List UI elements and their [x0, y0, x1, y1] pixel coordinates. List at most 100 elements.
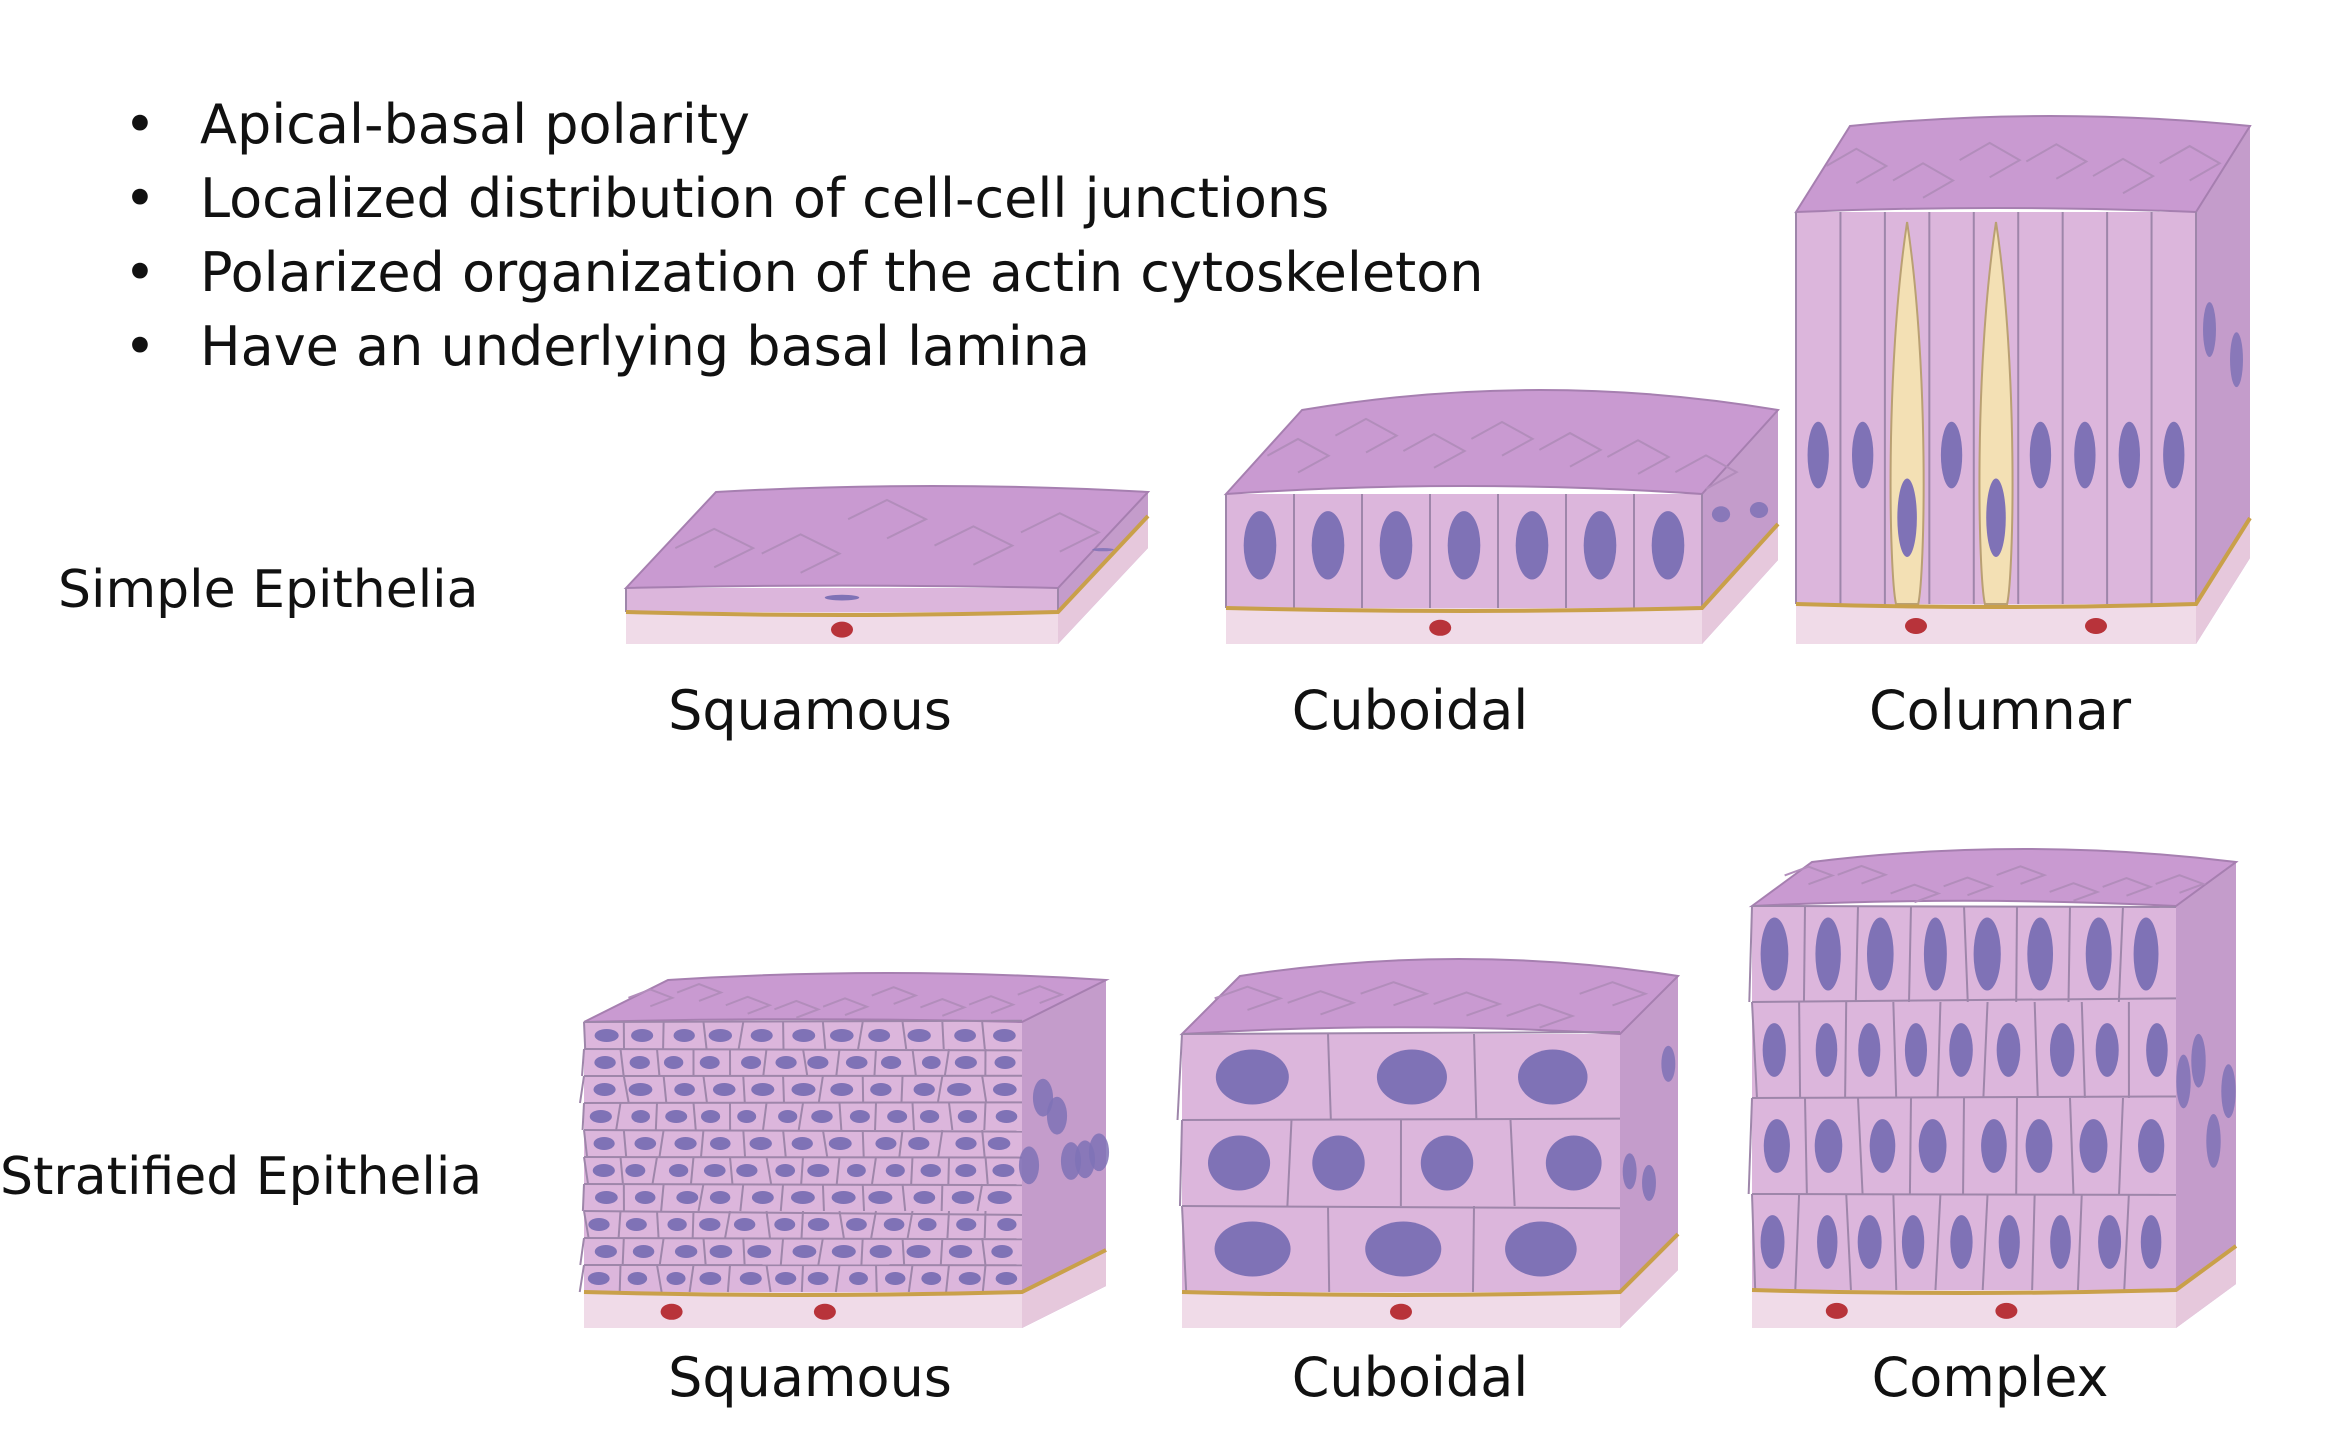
cell-boundary [838, 1102, 843, 1131]
apical-cell-outline [1287, 990, 1357, 1016]
cell-boundary [658, 1129, 665, 1158]
nucleus [1869, 1119, 1896, 1173]
nucleus [1949, 1023, 1973, 1077]
nucleus [807, 1164, 830, 1177]
connective-side-face [2176, 1246, 2236, 1328]
apical-cell-outline [1214, 985, 1284, 1011]
bullet-glyph: • [124, 241, 156, 304]
nucleus [1760, 1215, 1785, 1269]
cell-boundary [817, 1237, 824, 1266]
nucleus [1986, 478, 2006, 557]
nucleus [1973, 917, 2001, 991]
cell-boundary [782, 1075, 786, 1104]
cell-boundary [981, 1237, 987, 1266]
nucleus [1312, 1135, 1365, 1191]
nucleus [775, 1164, 796, 1177]
feature-text: Have an underlying basal lamina [200, 315, 1091, 378]
cell-boundary [981, 1021, 986, 1050]
nucleus [987, 1191, 1012, 1204]
cell-boundary [835, 1048, 841, 1077]
nucleus [674, 1137, 697, 1150]
connective-side-face [1022, 1250, 1106, 1328]
cell-boundary [1804, 1097, 1808, 1195]
cell-boundary [940, 1183, 944, 1212]
nucleus [594, 1029, 619, 1042]
cell-boundary [2069, 1097, 2075, 1195]
nucleus [921, 1056, 941, 1069]
cell-boundary [583, 1210, 590, 1239]
nucleus [589, 1110, 612, 1123]
nucleus [2050, 1215, 2071, 1269]
connective-side-face [2196, 518, 2250, 644]
cell-boundary [619, 1048, 625, 1077]
apical-cell-outline [1470, 420, 1535, 457]
nucleus [951, 1191, 975, 1204]
cell-boundary [742, 1129, 747, 1158]
apical-cell-outline [1825, 147, 1889, 185]
nucleus [2138, 1119, 2165, 1173]
nucleus [750, 1029, 773, 1042]
cell-boundary [981, 1264, 987, 1293]
nucleus [775, 1272, 797, 1285]
cell-boundary [1962, 1097, 1965, 1195]
cell-boundary [2123, 1193, 2130, 1291]
apical-cell-outline [1402, 433, 1467, 469]
cell-boundary [692, 1102, 697, 1131]
nucleus [887, 1110, 908, 1123]
nucleus [703, 1164, 726, 1177]
cell-boundary [901, 1021, 908, 1050]
cell-boundary [1798, 1001, 1802, 1099]
feature-text: Polarized organization of the actin cyto… [200, 241, 1484, 304]
nucleus [740, 1056, 762, 1069]
feature-text: Apical-basal polarity [200, 93, 750, 156]
cell-boundary [861, 1183, 866, 1212]
apical-cell-outline [2025, 143, 2089, 180]
nucleus [1814, 1119, 1843, 1173]
cell-boundary [737, 1021, 745, 1050]
cell-boundary [870, 1210, 877, 1239]
nucleus [2133, 917, 2159, 991]
cell-boundary [1934, 1193, 1942, 1291]
nucleus [1214, 1221, 1291, 1277]
nucleus [2098, 1215, 2122, 1269]
feature-item: •Apical-basal polarity [118, 88, 1483, 162]
nucleus [954, 1056, 977, 1069]
cell-boundary [617, 1210, 622, 1239]
nucleus [791, 1137, 813, 1150]
apical-cell-outline [1890, 883, 1942, 904]
cell-boundary [662, 1075, 668, 1104]
nucleus [811, 1110, 833, 1123]
nucleus [1763, 1119, 1790, 1173]
nucleus [2079, 1119, 2108, 1173]
stratified-squamous-block [578, 972, 1110, 1328]
nucleus [625, 1218, 647, 1231]
nucleus [913, 1083, 935, 1096]
apical-cell-outline [871, 986, 919, 1005]
caption-stratified-complex: Complex [1871, 1346, 2109, 1409]
nucleus [807, 1218, 830, 1231]
apical-cell-outline [774, 999, 822, 1019]
nucleus [995, 1272, 1018, 1285]
stratified-cuboidal-block [1176, 958, 1681, 1328]
cell-boundary [1963, 905, 1969, 1003]
connective-side-face [1702, 524, 1778, 644]
nucleus [1243, 511, 1277, 580]
nucleus [870, 1083, 892, 1096]
cell-boundary [981, 1129, 986, 1158]
nucleus [739, 1272, 762, 1285]
nucleus [792, 1245, 817, 1258]
nucleus [1447, 511, 1481, 580]
cell-boundary [762, 1048, 768, 1077]
apical-surface [1748, 848, 2239, 908]
connective-tissue [1752, 1290, 2176, 1328]
cell-boundary [797, 1102, 804, 1131]
nucleus [2085, 917, 2112, 991]
connective-tissue [1796, 604, 2196, 644]
cell-boundary [984, 1156, 989, 1185]
cell-boundary [726, 1264, 731, 1293]
nucleus [2191, 1033, 2206, 1088]
nucleus [1918, 1119, 1947, 1173]
cell-boundary [1981, 1193, 1989, 1291]
nucleus [1950, 1215, 1973, 1269]
apical-cell-outline [2049, 882, 2101, 902]
